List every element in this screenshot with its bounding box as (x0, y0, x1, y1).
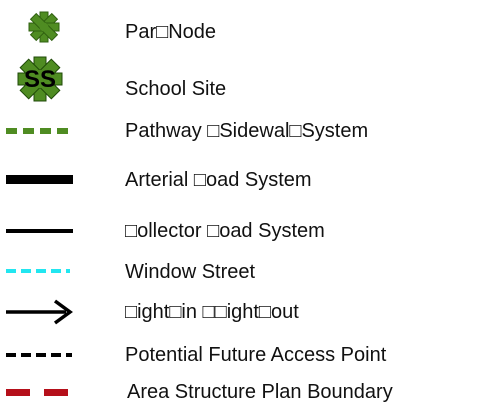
legend-label-right-in-right-out: □ight□in □□ight□out (125, 301, 299, 323)
legend-item-asp-boundary: Area Structure Plan Boundary (0, 368, 478, 408)
thick-black-line-icon (6, 175, 73, 184)
legend-label-asp-boundary: Area Structure Plan Boundary (127, 381, 393, 403)
legend-label-park-node: Par□Node (125, 21, 217, 43)
black-dashed-line-icon (6, 353, 72, 357)
legend-item-pathway: Pathway □Sidewal□System (0, 112, 478, 152)
legend-label-arterial: Arterial □oad System (125, 169, 312, 191)
legend-item-park-node: Par□Node (0, 10, 478, 50)
legend-item-future-access: Potential Future Access Point (0, 334, 478, 374)
school-site-badge-text: SS (24, 66, 56, 93)
legend-label-school-site: School Site (125, 78, 227, 100)
green-asterisk-icon (28, 11, 60, 43)
legend-item-arterial: Arterial □oad System (0, 160, 478, 200)
legend-item-school-site: SS School Site (0, 55, 478, 105)
legend-label-future-access: Potential Future Access Point (125, 344, 387, 366)
thin-black-line-icon (6, 229, 73, 233)
legend-item-collector: □ollector □oad System (0, 210, 478, 250)
legend-label-window-street: Window Street (125, 261, 256, 283)
cyan-dashed-line-icon (6, 269, 70, 273)
school-site-ss-icon: SS (17, 56, 63, 102)
legend-item-window-street: Window Street (0, 252, 478, 292)
legend-label-collector: □ollector □oad System (125, 220, 325, 242)
legend-item-right-in-right-out: □ight□in □□ight□out (0, 290, 478, 330)
red-dashed-line-icon (6, 389, 68, 396)
legend-label-pathway: Pathway □Sidewal□System (125, 120, 369, 142)
green-dashed-line-icon (6, 128, 72, 134)
right-arrow-icon (6, 299, 73, 325)
